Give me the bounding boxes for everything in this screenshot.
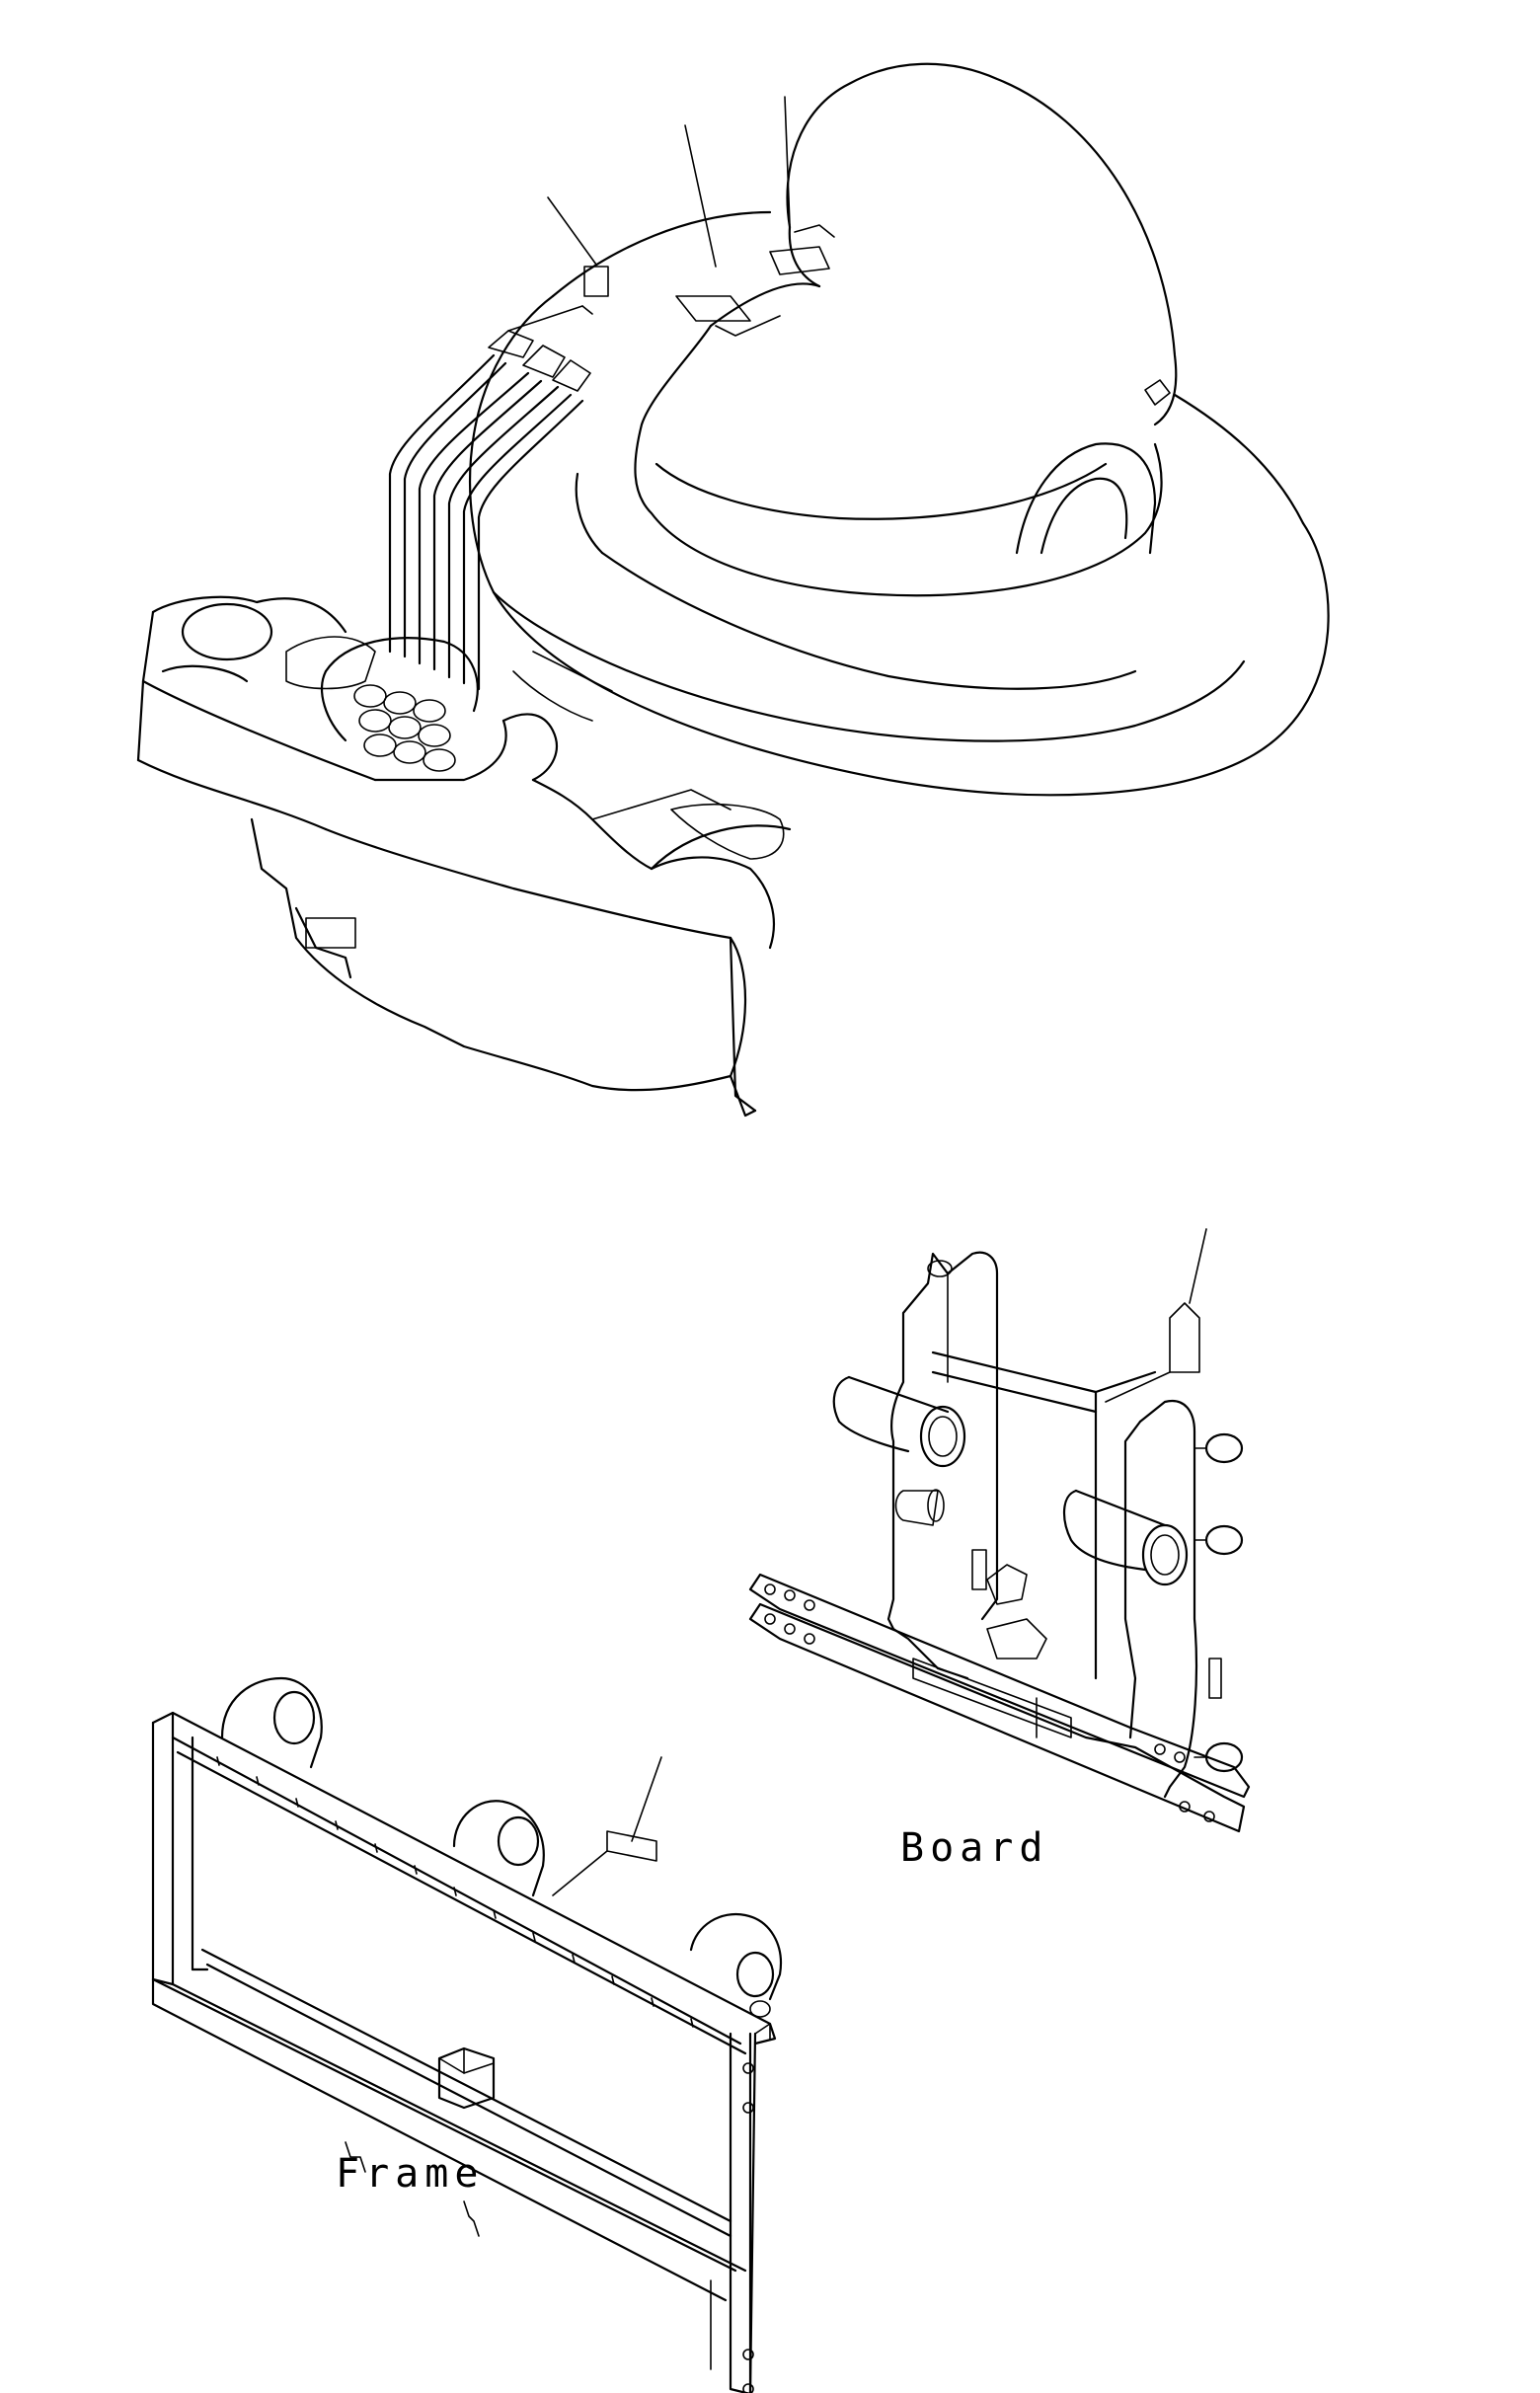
seat-assembly (469, 62, 1330, 797)
control-levers (321, 305, 593, 772)
board-assembly (748, 1228, 1251, 1833)
frame-label: Frame (336, 2151, 484, 2197)
frame-assembly (151, 1676, 783, 2393)
dashboard-panel (136, 595, 792, 1118)
board-label: Board (900, 1825, 1048, 1871)
